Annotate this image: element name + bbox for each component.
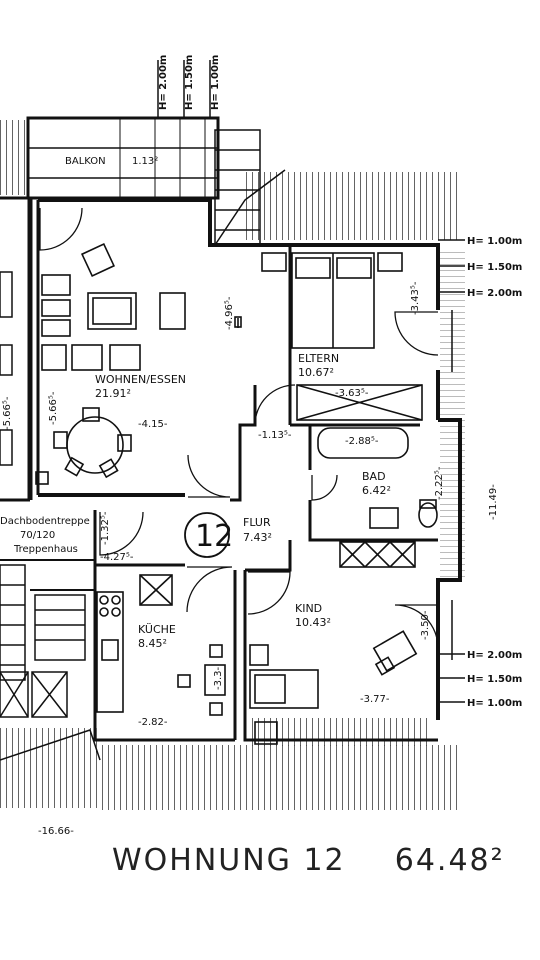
height-right-upper-1: H= 1.50m <box>467 262 522 273</box>
height-right-lower-1: H= 1.50m <box>467 674 522 685</box>
dim-eltern-w: -3.63⁵- <box>335 388 369 399</box>
door-swings <box>39 207 439 649</box>
dim-kind-w: -3.77- <box>360 694 390 705</box>
balcony <box>26 116 220 200</box>
height-labels: H= 2.00m H= 1.50m H= 1.00m H= 1.00m H= 1… <box>158 55 522 709</box>
dim-wohnen-h1: -5.66⁵- <box>2 396 13 430</box>
dimension-labels: -4.15- -5.66⁵- -5.66⁵- -4.96⁵- -3.43⁵- -… <box>2 281 499 837</box>
walls <box>0 196 462 742</box>
height-top-2: H= 1.00m <box>210 55 221 110</box>
height-top-0: H= 2.00m <box>158 55 169 110</box>
treppe-line1: Dachbodentreppe <box>0 516 90 527</box>
dim-bad-h: -2.22⁵- <box>434 466 445 500</box>
living-furniture <box>35 242 242 485</box>
treppe-line2: 70/120 <box>20 530 55 541</box>
dim-kueche-w: -2.82- <box>138 717 168 728</box>
stairwell <box>0 564 101 761</box>
dim-total-w: -16.66- <box>38 826 74 837</box>
eltern-furniture <box>261 252 423 421</box>
height-right-lower-2: H= 1.00m <box>467 698 522 709</box>
height-top-1: H= 1.50m <box>184 55 195 110</box>
bad-area: 6.42² <box>362 484 391 497</box>
height-right-upper-0: H= 1.00m <box>467 236 522 247</box>
kueche-area: 8.45² <box>138 637 167 650</box>
wohnen-name: WOHNEN/ESSEN <box>95 373 186 386</box>
bad-name: BAD <box>362 470 386 483</box>
height-right-lower-0: H= 2.00m <box>467 650 522 661</box>
eltern-area: 10.67² <box>298 366 334 379</box>
dim-kind-h: -3.50- <box>420 610 431 640</box>
treppe-line3: Treppenhaus <box>13 544 78 555</box>
kitchen-furniture <box>96 574 226 716</box>
right-wall-windows <box>451 310 461 660</box>
height-markers-top <box>157 60 211 118</box>
balkon-area: 1.13² <box>132 156 158 167</box>
dim-wohnen-h2: -5.66⁵- <box>48 391 59 425</box>
roof-slope-hatching <box>0 120 465 810</box>
kind-furniture <box>249 541 418 745</box>
dim-entry-h: -1.32⁵- <box>100 511 111 545</box>
plan-title-area: 64.48² <box>394 843 505 878</box>
kueche-name: KÜCHE <box>138 623 176 636</box>
dim-entry-w: -4.27⁵- <box>100 552 134 563</box>
dim-wohnen-top: -4.96⁵- <box>224 296 235 330</box>
flur-area: 7.43² <box>243 531 272 544</box>
wohnen-area: 21.91² <box>95 387 131 400</box>
balkon-name: BALKON <box>65 156 106 167</box>
neighbour-unit <box>0 271 13 466</box>
eltern-name: ELTERN <box>298 352 339 365</box>
kind-name: KIND <box>295 602 322 615</box>
dim-bad-w: -2.88⁵- <box>345 436 379 447</box>
dim-table-w: -3.3- <box>213 666 224 690</box>
unit-number-circle <box>184 512 230 558</box>
kind-area: 10.43² <box>295 616 331 629</box>
dim-total-h: -11.49- <box>488 484 499 520</box>
dim-eltern-h: -3.43⁵- <box>410 281 421 315</box>
plan-title-label: WOHNUNG 12 <box>112 843 346 878</box>
height-right-upper-2: H= 2.00m <box>467 288 522 299</box>
bath-fixtures <box>317 427 438 529</box>
dim-flur-w: -1.13⁵- <box>258 430 292 441</box>
room-labels: BALKON 1.13² WOHNEN/ESSEN 21.91² ELTERN … <box>0 156 391 650</box>
plan-title: WOHNUNG 12 64.48² <box>112 843 505 878</box>
unit-number: 12 <box>195 519 233 554</box>
flur-name: FLUR <box>243 516 271 529</box>
dim-wohnen-w: -4.15- <box>138 419 168 430</box>
